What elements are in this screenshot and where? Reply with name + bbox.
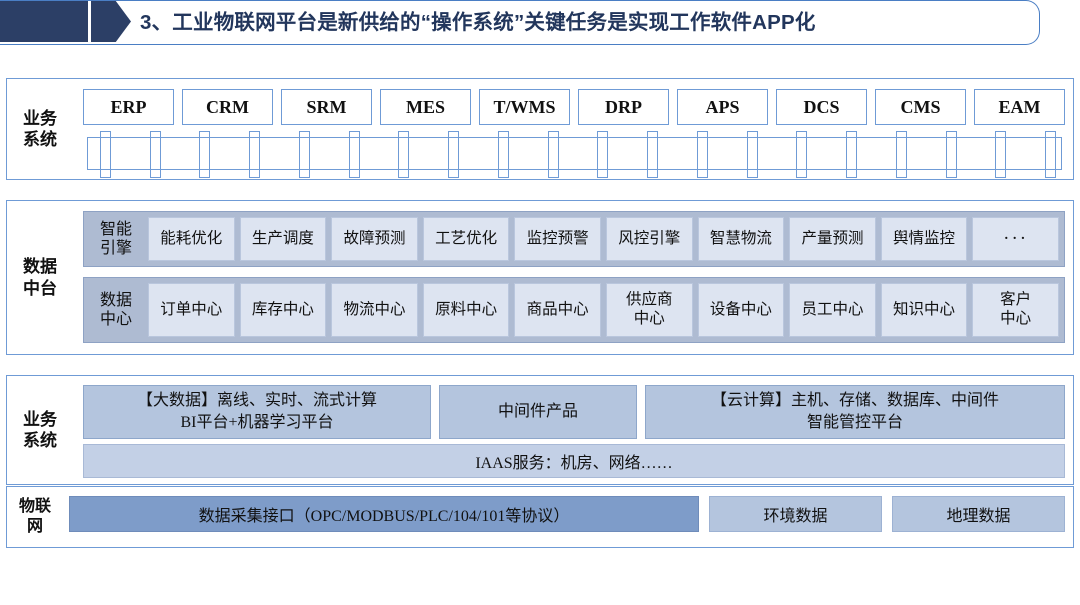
bus-connector-tab	[945, 131, 957, 178]
bus-connector-tab	[547, 131, 559, 178]
data-platform-chip[interactable]: 工艺优化	[422, 217, 510, 261]
data-platform-chip[interactable]: 员工中心	[789, 283, 876, 337]
data-platform-chip[interactable]: ···	[972, 217, 1059, 261]
platform-cell-iaas[interactable]: IAAS服务：机房、网络……	[83, 444, 1065, 478]
business-system-box[interactable]: APS	[677, 89, 768, 125]
band-tag-intelligent-engine: 智能 引擎	[89, 217, 143, 261]
section-label-iot: 物联 网	[7, 487, 63, 547]
band-tag-line-2: 引擎	[99, 240, 132, 257]
bus-connector-tab	[398, 131, 410, 178]
section-label-line-2: 系统	[23, 431, 57, 450]
section-label-data-platform: 数据 中台	[7, 201, 73, 354]
band-tag-data-center: 数据 中心	[89, 283, 143, 337]
platform-cell-cloud[interactable]: 【云计算】主机、存储、数据库、中间件智能管控平台	[645, 385, 1065, 439]
section-label-line-2: 系统	[23, 130, 57, 149]
business-system-box[interactable]: DCS	[776, 89, 867, 125]
data-platform-chip[interactable]: 设备中心	[697, 283, 785, 337]
data-platform-chip[interactable]: 能耗优化	[148, 217, 235, 261]
bus-connector-tab	[597, 131, 609, 178]
data-platform-chip[interactable]: 订单中心	[148, 283, 235, 337]
banner-block-decoration	[0, 1, 88, 42]
bus-connector-tab	[846, 131, 858, 178]
band-tag-line-2: 中心	[99, 311, 132, 328]
business-system-box[interactable]: SRM	[281, 89, 372, 125]
bus-connector-tab	[1045, 131, 1056, 178]
intelligent-engine-band: 智能 引擎 能耗优化生产调度故障预测工艺优化监控预警风控引擎智慧物流产量预测舆情…	[83, 211, 1065, 267]
data-platform-chip[interactable]: 智慧物流	[697, 217, 785, 261]
bus-connector-tab	[348, 131, 360, 178]
data-center-band: 数据 中心 订单中心库存中心物流中心原料中心商品中心供应商中心设备中心员工中心知…	[83, 277, 1065, 343]
bus-connector-tab	[696, 131, 708, 178]
section-label-platform: 业务 系统	[7, 376, 73, 484]
iot-cell-data-acquisition[interactable]: 数据采集接口（OPC/MODBUS/PLC/104/101等协议）	[69, 496, 699, 532]
business-system-box[interactable]: EAM	[974, 89, 1065, 125]
bus-connector-tab	[199, 131, 211, 178]
section-data-middle-platform: 数据 中台 智能 引擎 能耗优化生产调度故障预测工艺优化监控预警风控引擎智慧物流…	[6, 200, 1074, 355]
platform-cell-middleware[interactable]: 中间件产品	[439, 385, 637, 439]
band-tag-line-1: 智能	[99, 220, 132, 238]
business-system-box[interactable]: CRM	[182, 89, 273, 125]
bus-connector-tab	[796, 131, 808, 178]
data-platform-chip[interactable]: 生产调度	[239, 217, 327, 261]
bus-connector-tab	[298, 131, 310, 178]
section-label-line-1: 物联	[18, 498, 51, 516]
data-platform-chip[interactable]: 库存中心	[239, 283, 327, 337]
page-title: 3、工业物联网平台是新供给的“操作系统”关键任务是实现工作软件APP化	[140, 11, 816, 34]
business-system-box[interactable]: MES	[380, 89, 471, 125]
bus-connector-tab	[249, 131, 261, 178]
section-iot: 物联 网 数据采集接口（OPC/MODBUS/PLC/104/101等协议） 环…	[6, 486, 1074, 548]
data-platform-chip[interactable]: 舆情监控	[880, 217, 968, 261]
business-system-box[interactable]: T/WMS	[479, 89, 570, 125]
data-platform-chip[interactable]: 商品中心	[514, 283, 601, 337]
data-platform-chip[interactable]: 原料中心	[422, 283, 510, 337]
integration-bus	[87, 131, 1062, 178]
bus-connector-tab	[448, 131, 460, 178]
section-label-line-1: 业务	[23, 409, 57, 429]
data-platform-chip[interactable]: 知识中心	[880, 283, 968, 337]
section-label-line-2: 网	[26, 518, 43, 535]
business-system-box[interactable]: CMS	[875, 89, 966, 125]
banner-frame	[0, 0, 1040, 45]
business-system-box[interactable]: ERP	[83, 89, 174, 125]
data-platform-chip[interactable]: 产量预测	[789, 217, 876, 261]
iot-cell-environment-data[interactable]: 环境数据	[709, 496, 882, 532]
iot-cell-geographic-data[interactable]: 地理数据	[892, 496, 1065, 532]
business-system-box[interactable]: DRP	[578, 89, 669, 125]
section-label-business-systems: 业务 系统	[7, 79, 73, 179]
data-platform-chip[interactable]: 物流中心	[331, 283, 418, 337]
bus-connector-tab	[497, 131, 509, 178]
data-platform-chip[interactable]: 供应商中心	[605, 283, 693, 337]
title-banner: 3、工业物联网平台是新供给的“操作系统”关键任务是实现工作软件APP化	[0, 0, 1040, 45]
bus-connector-tab	[647, 131, 659, 178]
band-tag-line-1: 数据	[99, 291, 132, 309]
bus-connector-tab	[100, 131, 111, 178]
bus-connector-tab	[895, 131, 907, 178]
section-label-line-2: 中台	[23, 278, 57, 298]
bus-connector-tab	[746, 131, 758, 178]
bus-connector-tab	[995, 131, 1007, 178]
section-label-line-1: 业务	[23, 108, 57, 128]
data-platform-chip[interactable]: 风控引擎	[605, 217, 693, 261]
iot-cell-row: 数据采集接口（OPC/MODBUS/PLC/104/101等协议） 环境数据 地…	[69, 496, 1065, 532]
data-platform-chip[interactable]: 客户中心	[972, 283, 1059, 337]
data-platform-chip[interactable]: 故障预测	[331, 217, 418, 261]
section-label-line-1: 数据	[23, 257, 57, 277]
bus-connector-tab	[149, 131, 161, 178]
data-platform-chip[interactable]: 监控预警	[514, 217, 601, 261]
